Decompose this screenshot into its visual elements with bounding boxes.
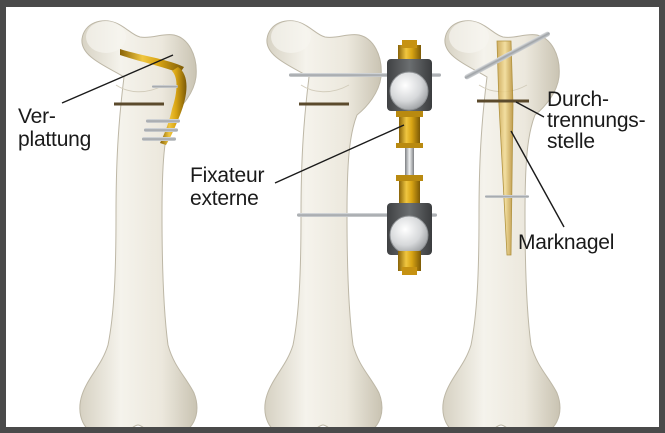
illustration-panel: Ver- plattung Fixateur externe Durch- tr… <box>6 7 659 427</box>
label-marknagel: Marknagel <box>518 231 614 254</box>
fixator-knob-upper <box>390 72 428 110</box>
fixator-knob-lower <box>390 216 428 254</box>
femur-fixation-illustration <box>6 7 659 427</box>
femur-intramedullary-nail <box>443 21 560 427</box>
locking-screw-distal <box>485 195 529 198</box>
label-fixateur-externe: Fixateur externe <box>190 164 264 210</box>
fixator-frame <box>387 40 432 275</box>
label-verplattung: Ver- plattung <box>18 105 91 151</box>
label-durchtrennungsstelle: Durch- trennungs- stelle <box>547 89 645 152</box>
femur-plating <box>80 21 197 427</box>
